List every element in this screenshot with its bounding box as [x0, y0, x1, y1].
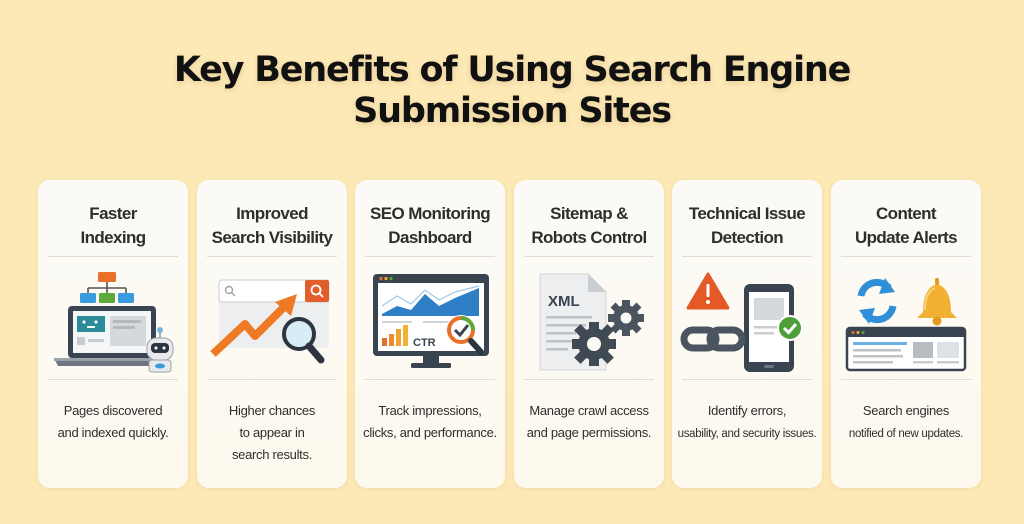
card-technical-issue-detection: Technical Issue Detection Identify error… — [672, 180, 822, 488]
desc-line: Track impressions, — [378, 403, 482, 418]
card-sitemap-robots-control: Sitemap & Robots Control XML — [514, 180, 664, 488]
divider — [365, 379, 495, 380]
card-title: Technical Issue Detection — [672, 202, 822, 250]
page-title: Key Benefits of Using Search Engine Subm… — [0, 50, 1024, 132]
desc-line: Search engines — [862, 403, 950, 418]
divider — [682, 379, 812, 380]
card-title-line2: Indexing — [80, 228, 146, 247]
desc-line: Manage crawl access — [529, 403, 649, 418]
divider — [682, 256, 812, 257]
card-title: Content Update Alerts — [831, 202, 981, 250]
card-title-line1: SEO Monitoring — [369, 204, 491, 223]
desc-line: Higher chances — [228, 403, 316, 418]
card-description: Pages discovered and indexed quickly. — [42, 400, 184, 444]
divider — [841, 379, 971, 380]
card-improved-search-visibility: Improved Search Visibility Higher chance… — [197, 180, 347, 488]
card-title-line2: Dashboard — [388, 228, 472, 247]
xml-label: XML — [548, 293, 580, 310]
card-title: SEO Monitoring Dashboard — [355, 202, 505, 250]
divider — [841, 256, 971, 257]
divider — [48, 379, 178, 380]
monitor-analytics-ctr-icon: CTR — [373, 274, 489, 368]
card-faster-indexing: Faster Indexing — [38, 180, 188, 488]
desc-line: usability, and security issues. — [677, 428, 817, 440]
page-title-line1: Key Benefits of Using Search Engine — [173, 50, 852, 90]
card-content-update-alerts: Content Update Alerts Sea — [831, 180, 981, 488]
desc-line: notified of new updates. — [848, 428, 964, 440]
card-description: Higher chances to appear in search resul… — [201, 400, 343, 466]
card-title: Sitemap & Robots Control — [514, 202, 664, 250]
card-title-line1: Content — [875, 204, 937, 223]
card-description: Manage crawl access and page permissions… — [518, 400, 660, 444]
laptop-sitemap-robot-icon — [54, 272, 174, 373]
desc-line: Identify errors, — [707, 403, 787, 418]
desc-line: clicks, and performance. — [363, 425, 497, 440]
card-title-line2: Search Visibility — [211, 228, 333, 247]
divider — [365, 256, 495, 257]
card-title-line2: Robots Control — [531, 228, 647, 247]
card-title-line1: Technical Issue — [688, 204, 806, 223]
desc-line: and indexed quickly. — [57, 425, 169, 440]
divider — [524, 256, 654, 257]
card-description: Search engines notified of new updates. — [835, 400, 977, 445]
desc-line: search results. — [231, 447, 313, 462]
card-title-line2: Update Alerts — [854, 228, 958, 247]
divider — [207, 256, 337, 257]
desc-line: and page permissions. — [526, 425, 652, 440]
benefit-cards: Faster Indexing — [38, 180, 988, 490]
card-title: Faster Indexing — [38, 202, 188, 250]
card-title: Improved Search Visibility — [197, 202, 347, 250]
ctr-label: CTR — [413, 337, 436, 349]
divider — [48, 256, 178, 257]
card-description: Track impressions, clicks, and performan… — [359, 400, 501, 444]
card-description: Identify errors, usability, and security… — [676, 400, 818, 445]
xml-file-gears-icon: XML — [539, 273, 644, 371]
desc-line: Pages discovered — [63, 403, 163, 418]
card-title-line1: Improved — [236, 204, 308, 223]
card-seo-monitoring-dashboard: SEO Monitoring Dashboard CTR — [355, 180, 505, 488]
card-title-line2: Detection — [710, 228, 784, 247]
divider — [524, 379, 654, 380]
divider — [207, 379, 337, 380]
card-title-line1: Sitemap & — [550, 204, 628, 223]
desc-line: to appear in — [239, 425, 305, 440]
warning-link-mobile-check-icon — [680, 272, 803, 372]
refresh-bell-browser-icon — [845, 278, 967, 372]
search-bar-growth-arrow-magnifier-icon — [210, 279, 330, 364]
page-title-line2: Submission Sites — [353, 91, 672, 131]
card-title-line1: Faster — [89, 204, 137, 223]
